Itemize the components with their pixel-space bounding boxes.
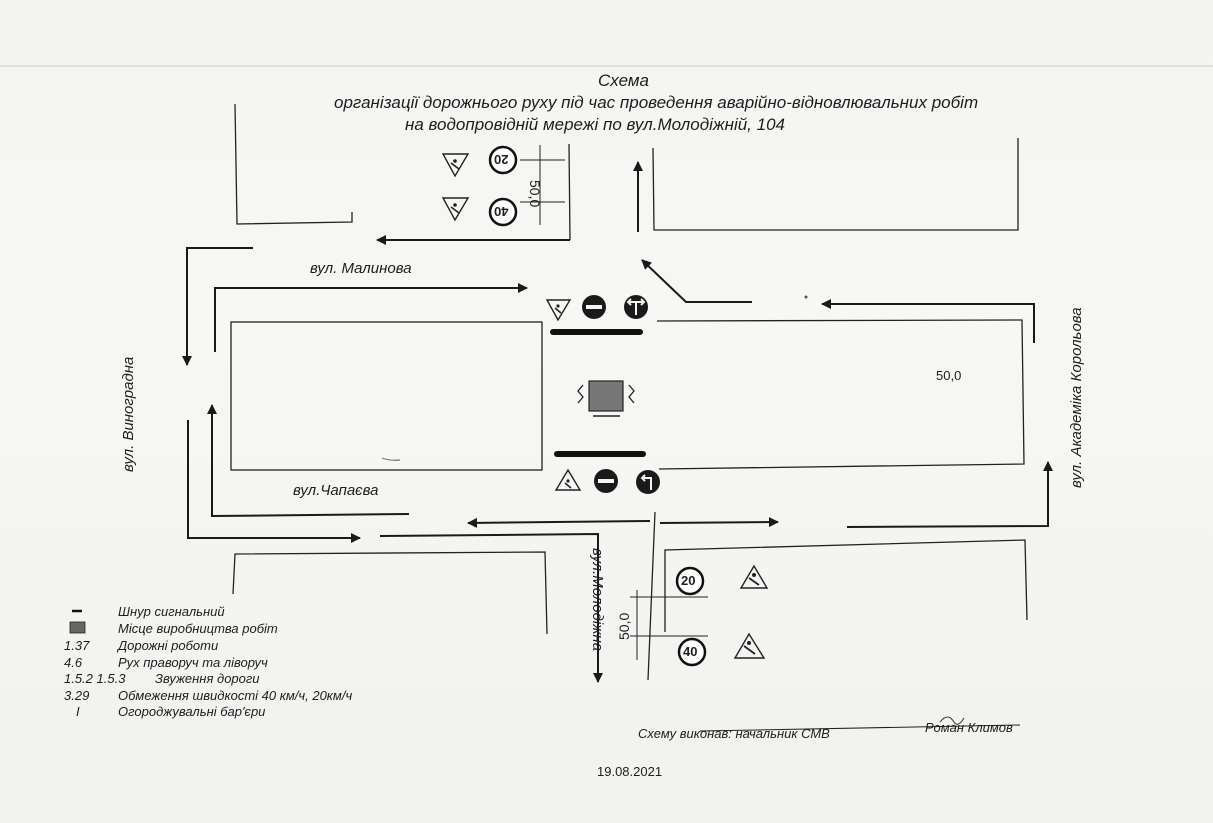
roadwork-sign-icon: [441, 153, 470, 178]
legend-item-code: 1.37: [64, 638, 90, 653]
arrow-chapaeva-east: [187, 420, 361, 543]
distance-markers: [520, 145, 708, 660]
block-outlines: [230, 103, 1028, 681]
work-site-fence-left: [577, 384, 584, 404]
traffic-arrows: [182, 161, 1053, 683]
arrow-vynogradna-north: [207, 404, 410, 518]
street-label-vynogradna: вул. Виноградна: [120, 356, 137, 472]
street-label-koroleva: вул. Академіка Корольова: [1068, 307, 1085, 488]
speed-20-top-label: 20: [494, 152, 509, 167]
legend-item-text: Огороджувальні бар'єри: [118, 704, 266, 719]
speed-20-bottom-label: 20: [681, 573, 696, 588]
legend-item-text: Звуження дороги: [155, 671, 260, 686]
distance-bottom: 50,0: [616, 612, 632, 640]
smudge: [381, 457, 401, 461]
legend-item-code: I: [76, 704, 80, 719]
block-middle-right: [656, 319, 1025, 470]
work-site-fence-right: [628, 384, 635, 404]
signature-mark: [939, 716, 965, 725]
smudge: [804, 295, 808, 299]
legend-worksite-symbol: [69, 621, 86, 634]
footer-executed-by: Схему виконав: начальник СМВ: [638, 726, 830, 741]
roadwork-sign-icon: [545, 299, 572, 322]
roadwork-sign-icon: [441, 197, 470, 222]
block-top-left: [234, 103, 353, 225]
footer-date: 19.08.2021: [597, 764, 663, 779]
block-bottom-left: [232, 551, 548, 635]
footer-name: Роман Климов: [925, 720, 1013, 735]
legend-item-text: Обмеження швидкості 40 км/ч, 20км/ч: [118, 688, 353, 703]
speed-limit-40-top: [488, 197, 518, 227]
speed-limit-20-top: [488, 145, 518, 175]
arrow-koroleva-west: [821, 299, 1035, 343]
arrow-chapaeva-west: [467, 517, 651, 528]
legend-item-text: Місце виробництва робіт: [118, 621, 278, 636]
work-site-area: [588, 380, 624, 412]
turn-left-icon: [636, 470, 660, 494]
legend-item-text: Дорожні роботи: [118, 638, 219, 653]
speed-40-bottom-label: 40: [683, 644, 698, 659]
title-line-1: Схема: [598, 71, 649, 90]
speed-limit-20-bottom: [675, 566, 705, 596]
arrow-malynova-east: [214, 283, 528, 352]
title-line-3: на водопровідній мережі по вул.Молодіжні…: [405, 115, 785, 134]
arrow-koroleva-north: [846, 461, 1053, 528]
turn-signs: [624, 295, 660, 494]
legend-item-code: 1.5.2 1.5.3: [64, 671, 126, 686]
road-edge-top: [568, 143, 571, 241]
barriers: [550, 329, 646, 457]
arrow-turn-north: [641, 259, 752, 303]
street-label-malynova: вул. Малинова: [310, 260, 412, 277]
block-top-right: [652, 138, 1019, 231]
legend-item-text: Шнур сигнальний: [118, 604, 225, 619]
block-bottom-right: [664, 539, 1028, 632]
distance-right: 50,0: [936, 368, 962, 383]
distance-top: 50,0: [527, 180, 543, 208]
speed-40-top-label: 40: [494, 204, 509, 219]
speed-limit-40-bottom: [677, 637, 707, 667]
legend-item-text: Рух праворуч та ліворуч: [118, 655, 268, 670]
street-label-molodizhna: вул.Молодіжна: [589, 548, 606, 652]
road-edge-bottom: [647, 511, 656, 681]
legend-item-code: 3.29: [64, 688, 90, 703]
roadwork-figures: [450, 159, 760, 655]
work-site: [577, 380, 635, 417]
block-middle-left: [230, 321, 543, 471]
roadwork-sign-icon: [739, 564, 769, 589]
arrow-chapaeva-east-right: [659, 517, 779, 528]
legend-symbols: [69, 609, 86, 634]
arrow-molodizhna-south: [379, 532, 603, 683]
signature-line: [699, 724, 1021, 732]
roadwork-signs: [441, 153, 769, 659]
legend-item-code: 4.6: [64, 655, 83, 670]
title-line-2: організації дорожнього руху під час пров…: [334, 93, 979, 112]
no-entry-signs: [582, 295, 618, 493]
street-label-chapaeva: вул.Чапаєва: [293, 482, 379, 499]
roadwork-sign-icon: [554, 468, 582, 491]
roadwork-sign-icon: [733, 632, 766, 659]
speed-limit-signs: [488, 145, 707, 667]
arrow-vynogradna-south: [182, 247, 253, 366]
